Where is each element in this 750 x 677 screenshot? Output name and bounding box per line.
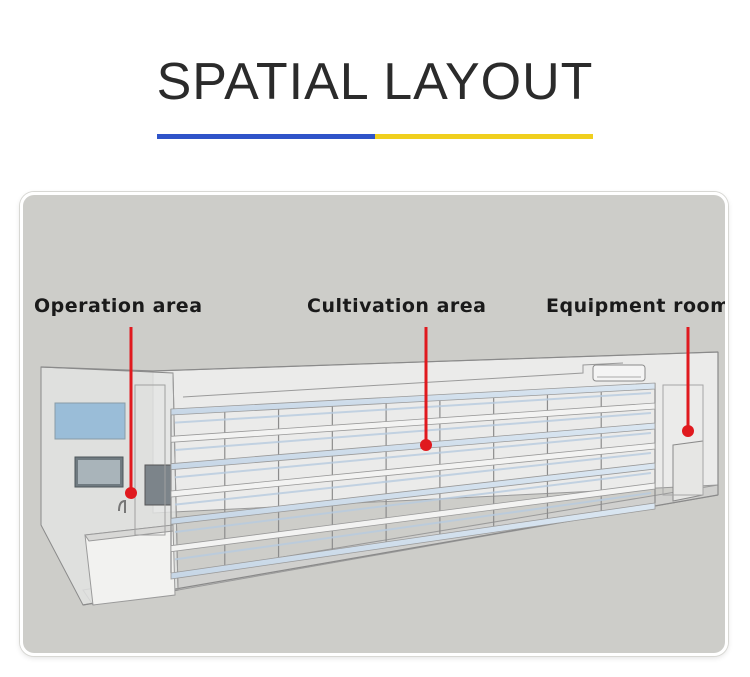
- rack-light-strip: [174, 432, 652, 479]
- marker-equipment: [682, 327, 694, 437]
- label-operation-area: Operation area: [34, 295, 203, 317]
- rack-shelf: [170, 382, 656, 416]
- equipment-room-illustration: [592, 364, 704, 502]
- operation-area-illustration: [54, 384, 176, 606]
- rack-shelf: [170, 482, 656, 553]
- layout-panel: Operation area Cultivation area Equipmen…: [20, 192, 728, 656]
- title-underline-blue: [157, 134, 375, 139]
- rack-shelf: [170, 422, 656, 471]
- rack-light-strip: [174, 412, 652, 451]
- rack-top-rail: [182, 362, 624, 398]
- label-equipment-room: Equipment room: [546, 295, 728, 317]
- marker-cultivation: [420, 327, 432, 451]
- rack-shelf: [170, 442, 656, 498]
- page-title: SPATIAL LAYOUT: [156, 53, 594, 111]
- rack-light-strip: [174, 452, 652, 506]
- rack-shelf: [170, 462, 656, 525]
- container-illustration: [23, 195, 725, 653]
- title-underline-yellow: [375, 134, 593, 139]
- rack-light-strip: [174, 492, 652, 561]
- cultivation-racks: [170, 362, 656, 580]
- rack-light-strip: [174, 472, 652, 533]
- rack-light-strip: [174, 392, 652, 424]
- marker-operation: [125, 327, 137, 499]
- label-cultivation-area: Cultivation area: [307, 295, 487, 317]
- rack-shelf: [170, 402, 656, 443]
- rack-shelf: [170, 502, 656, 580]
